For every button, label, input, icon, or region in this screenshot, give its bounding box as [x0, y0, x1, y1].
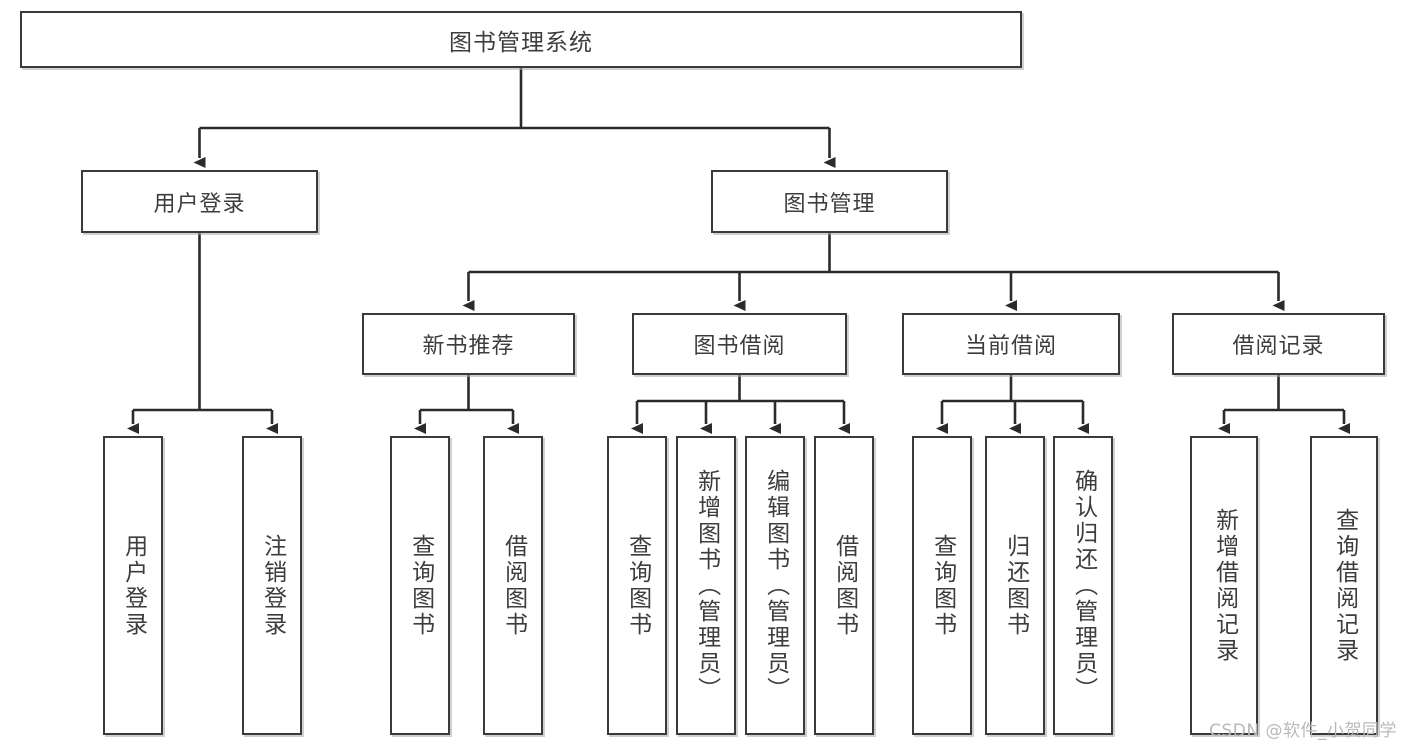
node-label: 查询图书	[929, 533, 956, 638]
node-leaf-10[interactable]: 确认归还（管理员）	[1053, 436, 1113, 735]
node-root[interactable]: 图书管理系统	[20, 11, 1022, 68]
node-label: 查询图书	[624, 533, 651, 638]
csdn-watermark: CSDN @软件_小贺同学	[1209, 721, 1397, 741]
node-label: 新书推荐	[422, 334, 515, 359]
node-leaf-3[interactable]: 借阅图书	[483, 436, 543, 735]
node-label: 新增图书（管理员）	[693, 468, 720, 703]
node-leaf-5[interactable]: 新增图书（管理员）	[676, 436, 736, 735]
node-label: 当前借阅	[964, 334, 1057, 359]
node-label: 借阅图书	[500, 533, 527, 638]
node-label: 用户登录	[120, 533, 147, 638]
node-level3-2[interactable]: 当前借阅	[902, 313, 1120, 375]
node-level3-3[interactable]: 借阅记录	[1172, 313, 1385, 375]
node-label: 查询图书	[407, 533, 434, 638]
node-level3-0[interactable]: 新书推荐	[362, 313, 575, 375]
node-leaf-8[interactable]: 查询图书	[912, 436, 972, 735]
node-leaf-1[interactable]: 注销登录	[242, 436, 302, 735]
node-leaf-11[interactable]: 新增借阅记录	[1190, 436, 1258, 735]
node-label: 用户登录	[153, 191, 246, 217]
node-label: 借阅记录	[1232, 334, 1325, 359]
node-label: 图书管理系统	[449, 29, 593, 56]
node-level3-1[interactable]: 图书借阅	[632, 313, 847, 375]
node-leaf-0[interactable]: 用户登录	[103, 436, 163, 735]
node-level2-1[interactable]: 图书管理	[711, 170, 948, 233]
node-label: 确认归还（管理员）	[1070, 468, 1097, 703]
node-leaf-12[interactable]: 查询借阅记录	[1310, 436, 1378, 735]
node-label: 借阅图书	[831, 533, 858, 638]
node-label: 图书借阅	[693, 334, 786, 359]
node-label: 归还图书	[1002, 533, 1029, 638]
node-label: 查询借阅记录	[1331, 507, 1358, 664]
node-leaf-9[interactable]: 归还图书	[985, 436, 1045, 735]
node-leaf-7[interactable]: 借阅图书	[814, 436, 874, 735]
node-label: 图书管理	[783, 191, 876, 217]
node-leaf-2[interactable]: 查询图书	[390, 436, 450, 735]
node-label: 注销登录	[259, 533, 286, 638]
node-leaf-4[interactable]: 查询图书	[607, 436, 667, 735]
node-label: 新增借阅记录	[1211, 507, 1238, 664]
node-label: 编辑图书（管理员）	[762, 468, 789, 703]
node-leaf-6[interactable]: 编辑图书（管理员）	[745, 436, 805, 735]
node-level2-0[interactable]: 用户登录	[81, 170, 318, 233]
